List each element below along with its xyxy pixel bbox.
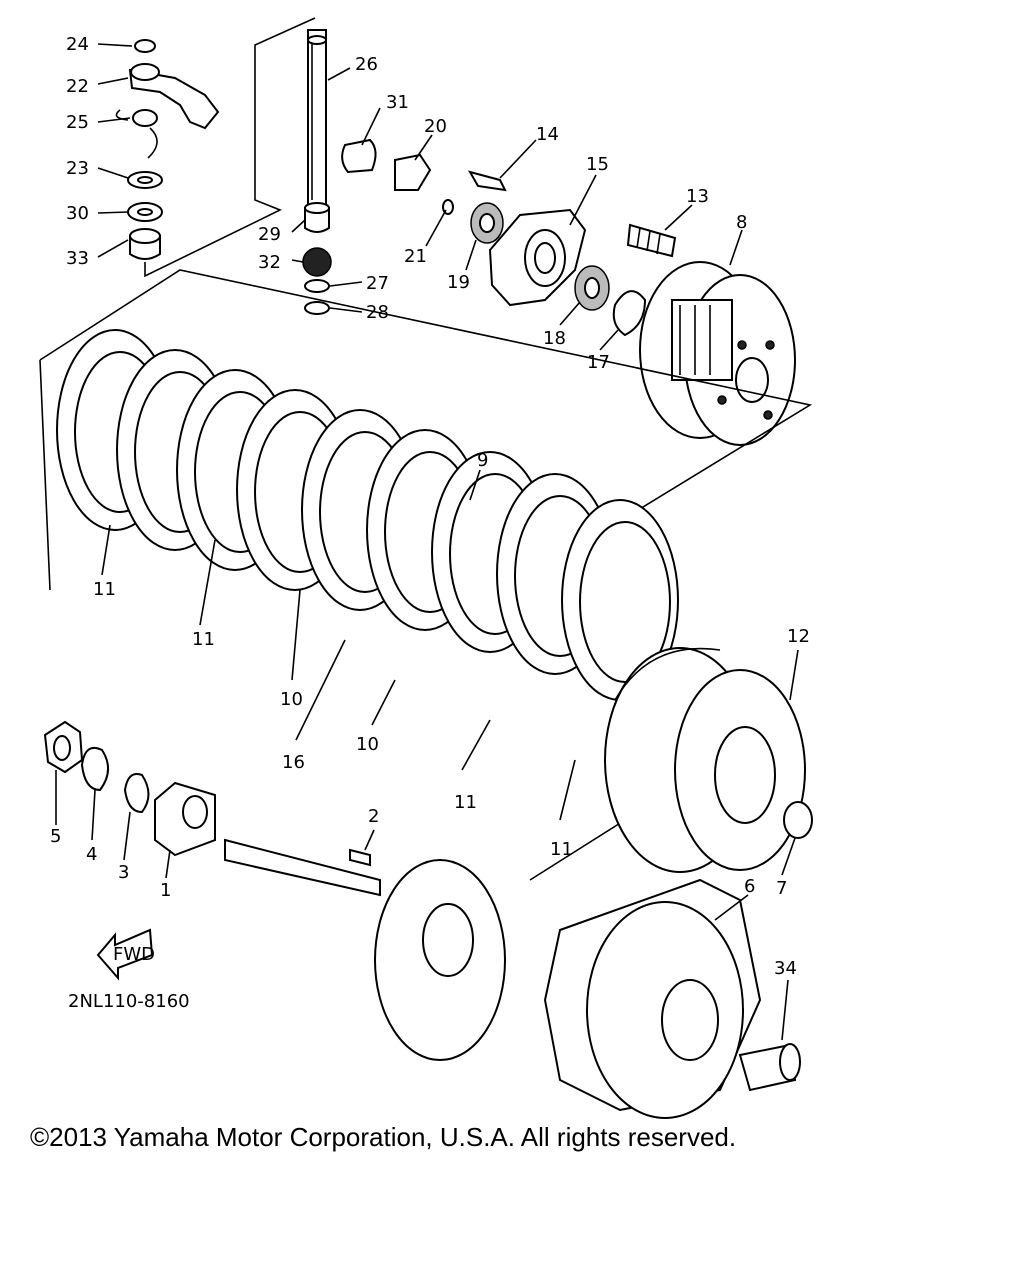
callout-18: 18 <box>543 328 566 349</box>
primary-drive <box>43 720 506 1061</box>
callout-25: 25 <box>66 112 89 133</box>
callout-11c: 11 <box>454 792 477 813</box>
callout-2: 2 <box>368 806 379 827</box>
callout-27: 27 <box>366 273 389 294</box>
callout-26: 26 <box>355 54 378 75</box>
callout-leaders <box>55 43 799 1041</box>
callout-6: 6 <box>744 876 755 897</box>
callout-13: 13 <box>686 186 709 207</box>
callout-10b: 10 <box>356 734 379 755</box>
callout-9: 9 <box>477 450 488 471</box>
callout-31: 31 <box>386 92 409 113</box>
callout-22: 22 <box>66 76 89 97</box>
callout-11b: 11 <box>192 629 215 650</box>
clutch-cover-12 <box>604 647 806 873</box>
clutch-housing <box>543 801 813 1119</box>
copyright-notice: ©2013 Yamaha Motor Corporation, U.S.A. A… <box>30 1122 737 1152</box>
clutch-boss <box>639 261 796 446</box>
callout-29: 29 <box>258 224 281 245</box>
callout-7: 7 <box>776 878 787 899</box>
callout-23: 23 <box>66 158 89 179</box>
callout-11d: 11 <box>550 839 573 860</box>
callout-10a: 10 <box>280 689 303 710</box>
callout-3: 3 <box>118 862 129 883</box>
callout-15: 15 <box>586 154 609 175</box>
callout-4: 4 <box>86 844 97 865</box>
callout-21: 21 <box>404 246 427 267</box>
callout-11a: 11 <box>93 579 116 600</box>
callout-16: 16 <box>282 752 305 773</box>
fwd-arrow: FWD <box>96 928 155 981</box>
callout-19: 19 <box>447 272 470 293</box>
clutch-plates <box>56 329 679 701</box>
callout-34: 34 <box>774 958 797 979</box>
push-rod <box>302 29 507 315</box>
diagram-code: 2NL110-8160 <box>68 991 190 1012</box>
callout-24: 24 <box>66 34 89 55</box>
callout-17: 17 <box>587 352 610 373</box>
clutch-exploded-diagram: FWD 2NL110-8160 <box>39 17 813 1119</box>
callout-1: 1 <box>160 880 171 901</box>
callout-28: 28 <box>366 302 389 323</box>
callout-5: 5 <box>50 826 61 847</box>
lever-group <box>115 17 316 278</box>
callout-30: 30 <box>66 203 89 224</box>
callout-33: 33 <box>66 248 89 269</box>
pressure-plate <box>488 208 677 337</box>
callouts: 24 22 25 23 30 33 26 31 20 14 15 13 8 21… <box>50 34 810 979</box>
callout-20: 20 <box>424 116 447 137</box>
callout-8: 8 <box>736 212 747 233</box>
callout-12: 12 <box>787 626 810 647</box>
svg-text:FWD: FWD <box>113 944 155 965</box>
callout-32: 32 <box>258 252 281 273</box>
callout-14: 14 <box>536 124 559 145</box>
